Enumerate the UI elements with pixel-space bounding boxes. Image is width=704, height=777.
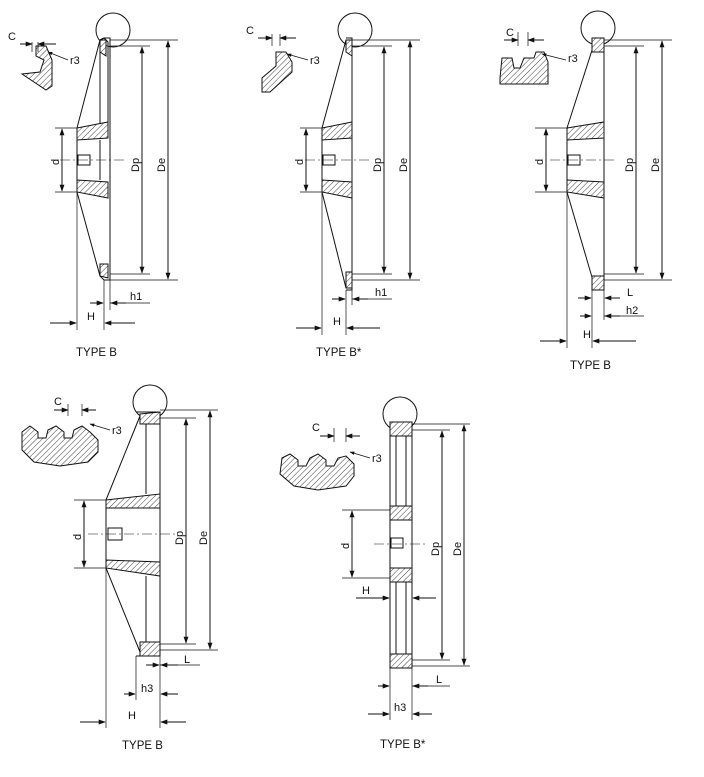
label-dp: Dp xyxy=(624,158,636,172)
pulley-section-4 xyxy=(88,411,176,657)
label-de: De xyxy=(650,158,662,172)
figure-5-type-b-star: C r3 d Dp D xyxy=(279,396,470,751)
pulley-section-3 xyxy=(550,37,615,291)
label-de: De xyxy=(198,531,210,545)
detail-groove-1: C r3 xyxy=(8,31,80,91)
detail-groove-5: C r3 xyxy=(279,422,382,491)
label-h: H xyxy=(128,710,136,722)
label-h2: h2 xyxy=(626,305,638,317)
label-c: C xyxy=(506,27,514,39)
label-d: d xyxy=(534,159,546,165)
caption: TYPE B* xyxy=(380,739,426,751)
label-de: De xyxy=(452,542,464,556)
caption: TYPE B xyxy=(76,347,117,359)
label-h1: h1 xyxy=(375,287,387,299)
pulley-section-1 xyxy=(60,37,125,281)
label-c: C xyxy=(312,422,320,434)
label-c: C xyxy=(54,396,62,408)
label-dp: Dp xyxy=(130,158,142,172)
label-h1: h1 xyxy=(130,291,142,303)
label-de: De xyxy=(156,158,168,172)
label-l: L xyxy=(436,674,442,686)
label-l: L xyxy=(627,287,633,299)
label-c: C xyxy=(246,25,254,37)
label-h3: h3 xyxy=(394,702,406,714)
label-d: d xyxy=(72,534,84,540)
caption: TYPE B xyxy=(570,360,611,372)
label-c: C xyxy=(8,31,16,43)
label-h: H xyxy=(362,585,370,597)
label-r3: r3 xyxy=(70,55,80,67)
detail-circle xyxy=(95,12,131,48)
figure-1-type-b: C r3 d xyxy=(8,12,178,359)
detail-circle xyxy=(337,12,373,48)
label-dp: Dp xyxy=(372,158,384,172)
label-r3: r3 xyxy=(310,55,320,67)
label-d: d xyxy=(294,159,306,165)
detail-groove-4: C r3 xyxy=(21,396,122,467)
detail-groove-3: C r3 xyxy=(499,27,578,85)
detail-groove-2: C r3 xyxy=(246,25,320,93)
figure-4-type-b: C r3 d Dp De xyxy=(21,384,218,752)
label-dp: Dp xyxy=(174,531,186,545)
label-l: L xyxy=(184,654,190,666)
figure-3-type-b: C r3 d Dp De xyxy=(499,10,672,372)
label-h: H xyxy=(87,311,95,323)
label-r3: r3 xyxy=(112,425,122,437)
label-r3: r3 xyxy=(568,53,578,65)
caption: TYPE B xyxy=(122,740,163,752)
caption: TYPE B* xyxy=(316,347,362,359)
pulley-section-5 xyxy=(374,421,428,669)
label-h: H xyxy=(583,329,591,341)
label-dp: Dp xyxy=(430,542,442,556)
pulley-section-2 xyxy=(305,37,370,291)
label-h: H xyxy=(333,316,341,328)
label-h3: h3 xyxy=(141,683,153,695)
figure-2-type-b-star: C r3 d Dp De xyxy=(246,12,420,359)
label-r3: r3 xyxy=(372,453,382,465)
label-de: De xyxy=(398,158,410,172)
label-d: d xyxy=(340,543,352,549)
label-d: d xyxy=(50,159,62,165)
